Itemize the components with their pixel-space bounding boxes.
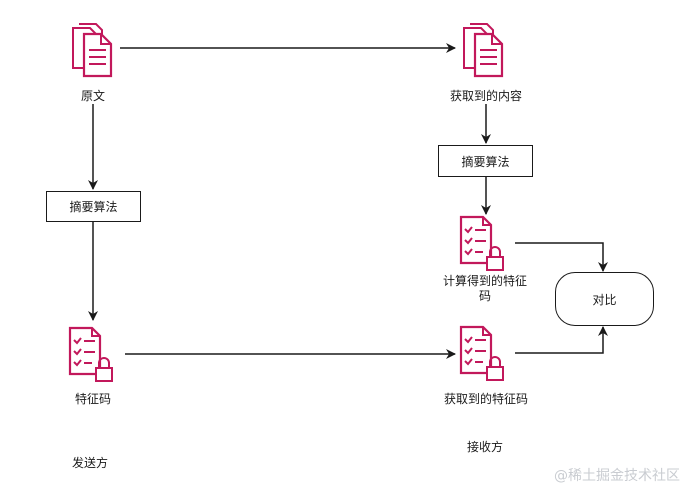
section-receiver-label: 接收方: [466, 440, 503, 454]
node-computed-signature-label-line2: 码: [478, 289, 491, 303]
node-signature-label: 特征码: [74, 392, 111, 406]
node-obtained-content-label: 获取到的内容: [449, 89, 522, 103]
section-sender-label: 发送方: [71, 456, 108, 470]
digest-algorithm-box-sender: 摘要算法: [46, 191, 141, 222]
checklist-lock-icon: [459, 215, 505, 272]
edge-obtained-signature-to-compare: [515, 326, 608, 354]
edges: [88, 43, 608, 359]
node-obtained-signature-label: 获取到的特征码: [443, 392, 528, 406]
node-computed-signature-label-line1: 计算得到的特征: [442, 274, 527, 288]
watermark: @稀土掘金技术社区: [554, 468, 680, 484]
node-original-label: 原文: [80, 89, 105, 103]
compare-node: 对比: [555, 272, 654, 326]
checklist-lock-icon: [459, 325, 505, 382]
documents-icon: [462, 22, 504, 78]
checklist-lock-icon: [68, 326, 114, 383]
documents-icon: [71, 22, 113, 78]
edge-computed-to-compare: [515, 242, 608, 272]
digest-algorithm-box-receiver: 摘要算法: [438, 145, 533, 177]
